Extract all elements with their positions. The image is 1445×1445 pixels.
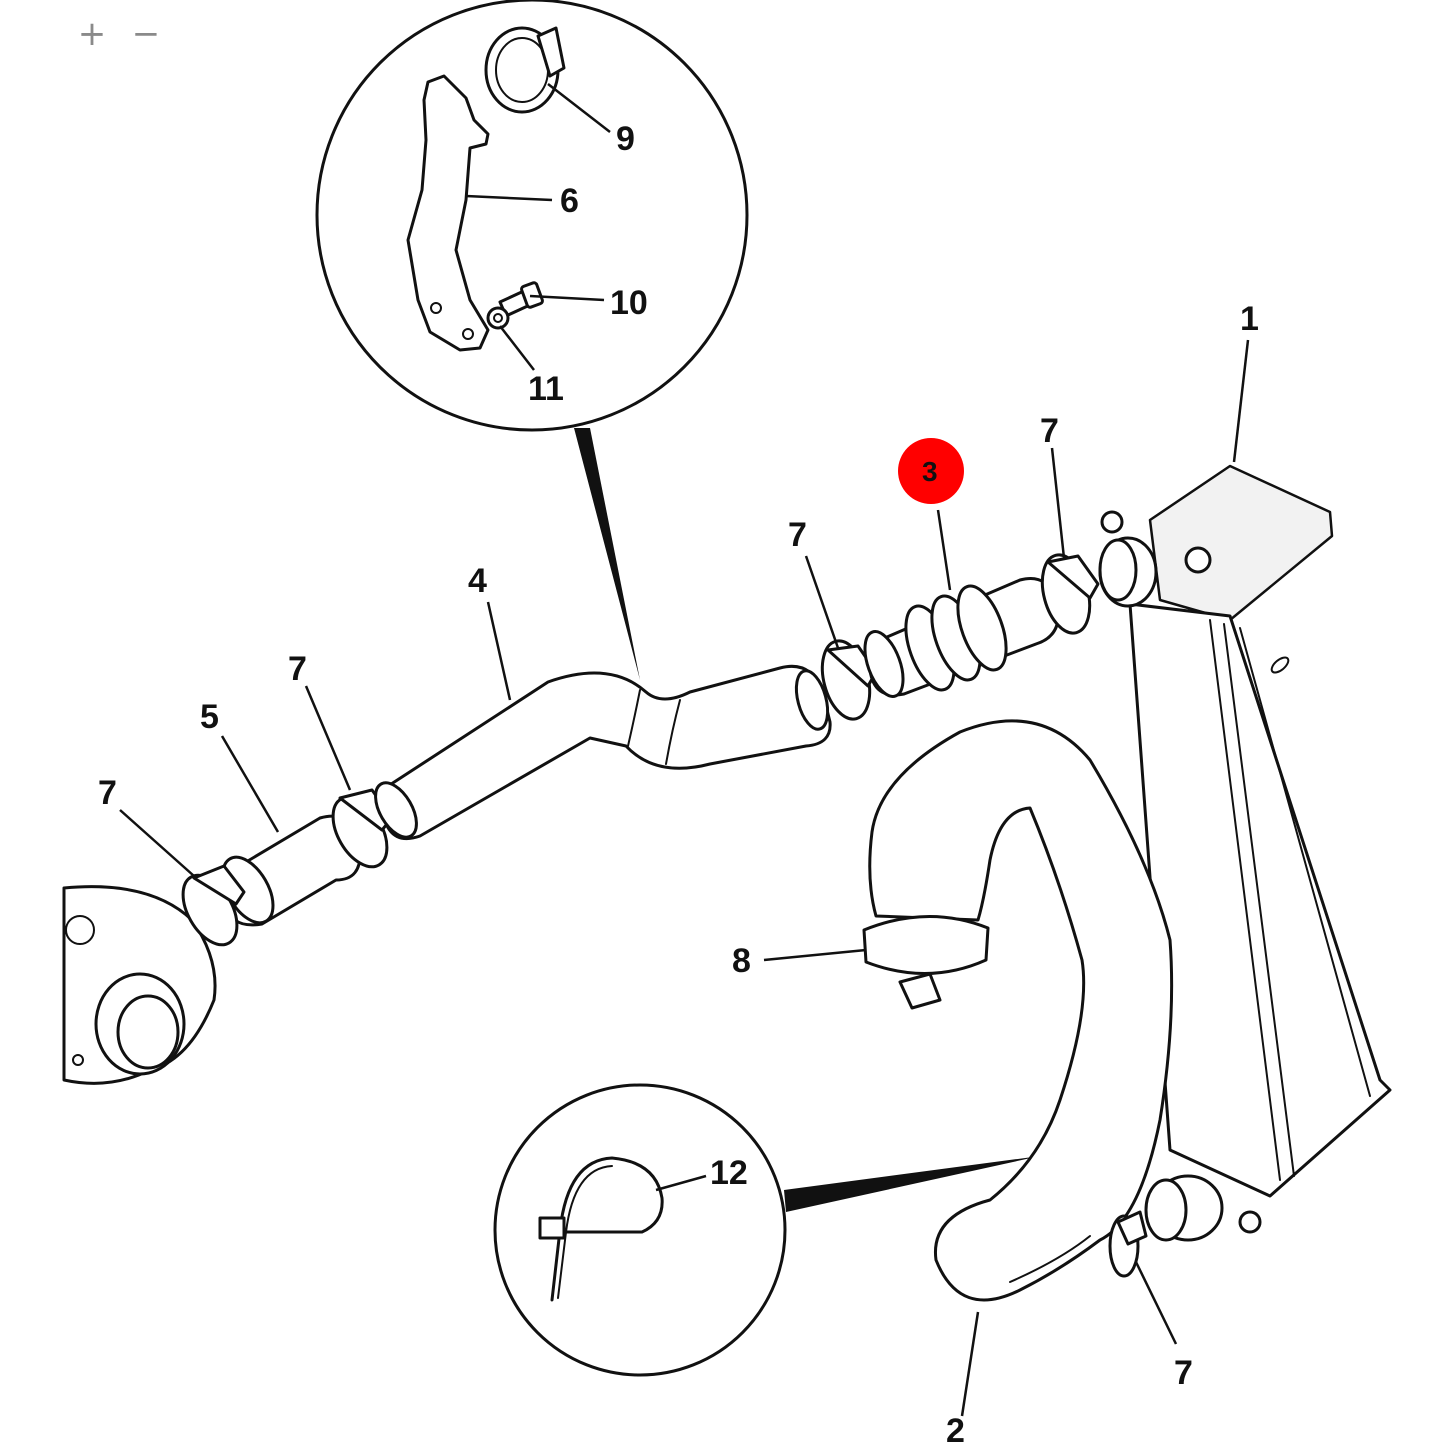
callout-8[interactable]: 8: [732, 942, 751, 980]
callout-6[interactable]: 6: [560, 182, 579, 220]
detail-circle-top: [315, 0, 749, 680]
leader-lines: [119, 83, 1250, 1417]
clamp-left-part: [181, 788, 394, 947]
hose-3-part: [863, 577, 1061, 698]
callout-4[interactable]: 4: [468, 562, 487, 600]
callout-7-upper-right[interactable]: 7: [1040, 412, 1059, 450]
clamp-upper-right-part: [1040, 553, 1100, 635]
zoom-in-button[interactable]: +: [72, 14, 112, 54]
callout-7-lower-right[interactable]: 7: [1174, 1354, 1193, 1392]
detail-circle-bottom: [493, 1083, 1040, 1377]
callout-3[interactable]: 3: [922, 456, 938, 487]
callout-12[interactable]: 12: [710, 1154, 748, 1192]
clamp-8-part: [862, 915, 990, 1010]
callout-labels: 1 2 3 4 5 6 7 7 7 7 7 8 9 10 11 12: [98, 120, 1259, 1445]
callout-11[interactable]: 11: [528, 370, 564, 408]
clamp-lower-right-part: [1108, 1210, 1148, 1278]
callout-10[interactable]: 10: [610, 284, 648, 322]
pipe-4-part: [374, 664, 832, 841]
zoom-out-button[interactable]: −: [126, 14, 166, 54]
turbocharger-part: [62, 885, 217, 1085]
callout-9[interactable]: 9: [616, 120, 635, 158]
washer-part: [486, 306, 510, 330]
intercooler-part: [1098, 464, 1392, 1242]
zoom-controls: + −: [72, 14, 166, 54]
bracket-part: [406, 74, 490, 352]
callout-1[interactable]: 1: [1240, 300, 1259, 338]
callout-7-left[interactable]: 7: [98, 774, 117, 812]
cable-tie-part: [550, 1156, 664, 1302]
callout-7-left-upper[interactable]: 7: [288, 650, 307, 688]
callout-2[interactable]: 2: [946, 1412, 965, 1445]
hose-2-part: [868, 719, 1174, 1302]
callout-5[interactable]: 5: [200, 698, 219, 736]
callout-7-middle[interactable]: 7: [788, 516, 807, 554]
highlight-marker[interactable]: [898, 438, 964, 504]
